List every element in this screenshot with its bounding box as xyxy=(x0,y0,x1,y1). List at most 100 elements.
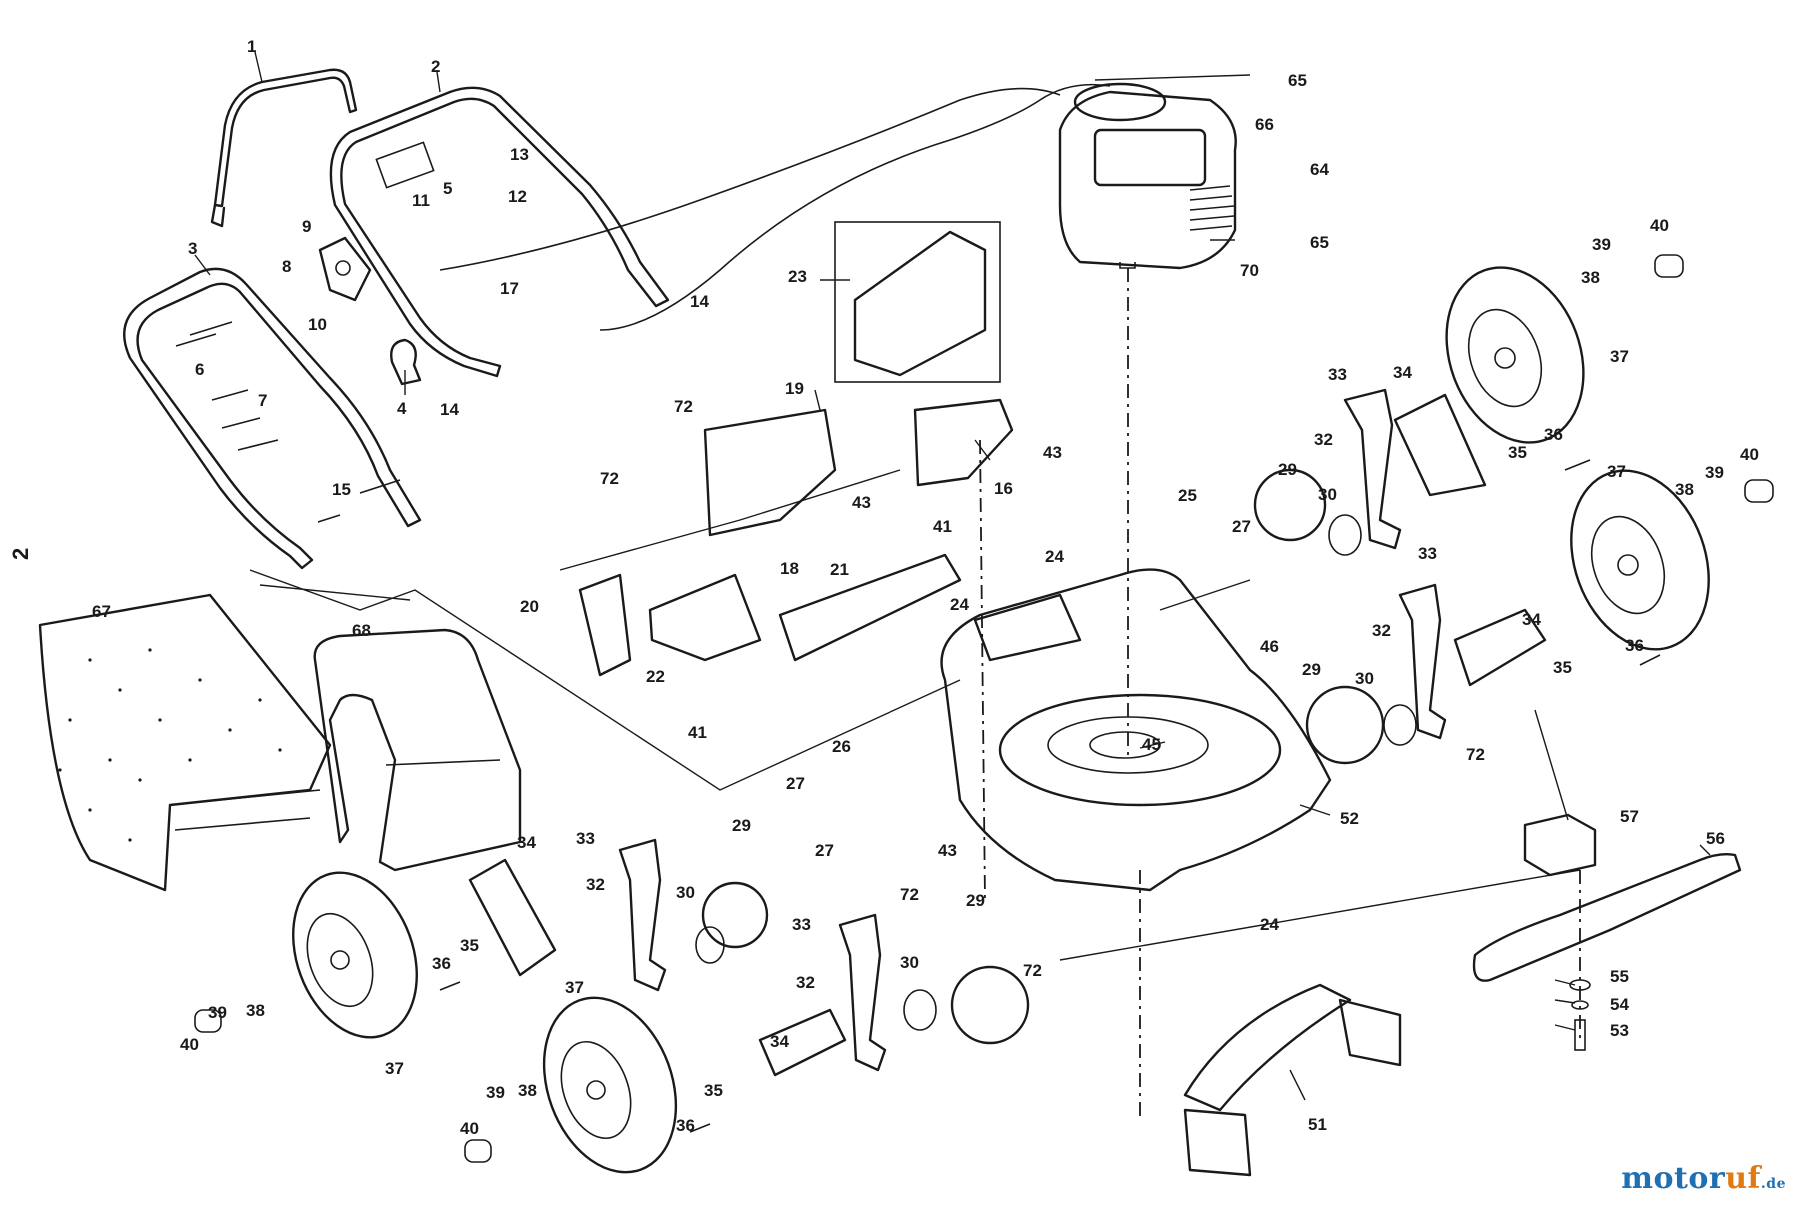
callout-34c: 34 xyxy=(517,833,536,852)
callout-57: 57 xyxy=(1620,807,1639,826)
callout-54: 54 xyxy=(1610,995,1629,1014)
height-adjuster-left-lower xyxy=(758,913,887,1077)
callout-labels: 1 2 3 4 5 6 7 8 9 10 11 12 13 14 14 15 1… xyxy=(92,37,1759,1138)
callout-41b: 41 xyxy=(688,723,707,742)
callout-32c: 32 xyxy=(586,875,605,894)
height-adjuster-right-lower xyxy=(1398,583,1547,740)
callout-27c: 27 xyxy=(815,841,834,860)
callout-34b: 34 xyxy=(1522,610,1541,629)
callout-5: 5 xyxy=(443,179,452,198)
callout-72c: 72 xyxy=(1466,745,1485,764)
callout-17: 17 xyxy=(500,279,519,298)
wheel-bolts-and-caps xyxy=(194,254,1774,1163)
callout-68: 68 xyxy=(352,621,371,640)
grass-bag-frame xyxy=(313,628,522,872)
callout-64: 64 xyxy=(1310,160,1329,179)
callout-30a: 30 xyxy=(1318,485,1337,504)
callout-29c: 29 xyxy=(732,816,751,835)
callout-9: 9 xyxy=(302,217,311,236)
callout-37a: 37 xyxy=(1610,347,1629,366)
callout-30b: 30 xyxy=(1355,669,1374,688)
callout-72b: 72 xyxy=(600,469,619,488)
blade xyxy=(1472,813,1742,982)
callout-7: 7 xyxy=(258,391,267,410)
adjuster-gears xyxy=(695,468,1417,1045)
callout-23: 23 xyxy=(788,267,807,286)
mower-deck xyxy=(940,568,1332,892)
callout-20: 20 xyxy=(520,597,539,616)
callout-1: 1 xyxy=(247,37,256,56)
callout-38d: 38 xyxy=(518,1081,537,1100)
mulch-plug xyxy=(1183,983,1402,1177)
callout-72d: 72 xyxy=(900,885,919,904)
watermark-brand: motor xyxy=(1621,1161,1726,1196)
callout-13: 13 xyxy=(510,145,529,164)
callout-72a: 72 xyxy=(674,397,693,416)
wheel-front-right-lower xyxy=(1570,469,1710,651)
callout-14a: 14 xyxy=(690,292,709,311)
callout-39b: 39 xyxy=(1705,463,1724,482)
wheel-rear-left-lower xyxy=(542,996,678,1174)
callout-22: 22 xyxy=(646,667,665,686)
callout-10: 10 xyxy=(308,315,327,334)
callout-16: 16 xyxy=(994,479,1013,498)
leader-lines xyxy=(194,51,1711,1101)
callout-45: 45 xyxy=(1142,735,1161,754)
detail-box xyxy=(834,221,1001,383)
mounting-plates xyxy=(578,553,962,677)
callout-30d: 30 xyxy=(900,953,919,972)
upper-control-bail xyxy=(210,68,358,228)
blade-bolt-stack xyxy=(1569,870,1591,1051)
control-cable xyxy=(439,83,1111,331)
callout-39d: 39 xyxy=(486,1083,505,1102)
callout-15: 15 xyxy=(332,480,351,499)
callout-26: 26 xyxy=(832,737,851,756)
callout-37d: 37 xyxy=(565,978,584,997)
callout-18: 18 xyxy=(780,559,799,578)
callout-21: 21 xyxy=(830,560,849,579)
callout-43b: 43 xyxy=(852,493,871,512)
lower-handle xyxy=(123,267,422,570)
callout-37c: 37 xyxy=(385,1059,404,1078)
callout-43c: 43 xyxy=(938,841,957,860)
callout-55: 55 xyxy=(1610,967,1629,986)
callout-4: 4 xyxy=(397,399,407,418)
callout-52: 52 xyxy=(1340,809,1359,828)
handle-knob-bolts xyxy=(175,321,401,523)
callout-27a: 27 xyxy=(1232,517,1251,536)
callout-46: 46 xyxy=(1260,637,1279,656)
callout-53: 53 xyxy=(1610,1021,1629,1040)
callout-36b: 36 xyxy=(1625,636,1644,655)
callout-37b: 37 xyxy=(1607,462,1626,481)
callout-36a: 36 xyxy=(1544,425,1563,444)
deflector-bracket xyxy=(913,398,1014,487)
callout-72e: 72 xyxy=(1023,961,1042,980)
callout-25: 25 xyxy=(1178,486,1197,505)
callout-24c: 24 xyxy=(1260,915,1279,934)
callout-65b: 65 xyxy=(1310,233,1329,252)
callout-2: 2 xyxy=(431,57,440,76)
callout-66: 66 xyxy=(1255,115,1274,134)
cable-clip xyxy=(390,338,422,386)
callout-34d: 34 xyxy=(770,1032,789,1051)
rear-bracket xyxy=(703,408,837,537)
callout-14b: 14 xyxy=(440,400,459,419)
callout-32d: 32 xyxy=(796,973,815,992)
callout-24a: 24 xyxy=(1045,547,1064,566)
callout-33b: 33 xyxy=(1418,544,1437,563)
callout-11: 11 xyxy=(412,191,430,210)
callout-41a: 41 xyxy=(933,517,952,536)
callout-33d: 33 xyxy=(792,915,811,934)
callout-40d: 40 xyxy=(460,1119,479,1138)
callout-3: 3 xyxy=(188,239,197,258)
callout-38a: 38 xyxy=(1581,268,1600,287)
baffle-plate xyxy=(853,230,987,377)
callout-19: 19 xyxy=(785,379,804,398)
callout-35c: 35 xyxy=(460,936,479,955)
callout-29a: 29 xyxy=(1278,460,1297,479)
callout-35a: 35 xyxy=(1508,443,1527,462)
wheel-rear-left-upper xyxy=(292,871,418,1039)
callout-6: 6 xyxy=(195,360,204,379)
callout-40a: 40 xyxy=(1650,216,1669,235)
